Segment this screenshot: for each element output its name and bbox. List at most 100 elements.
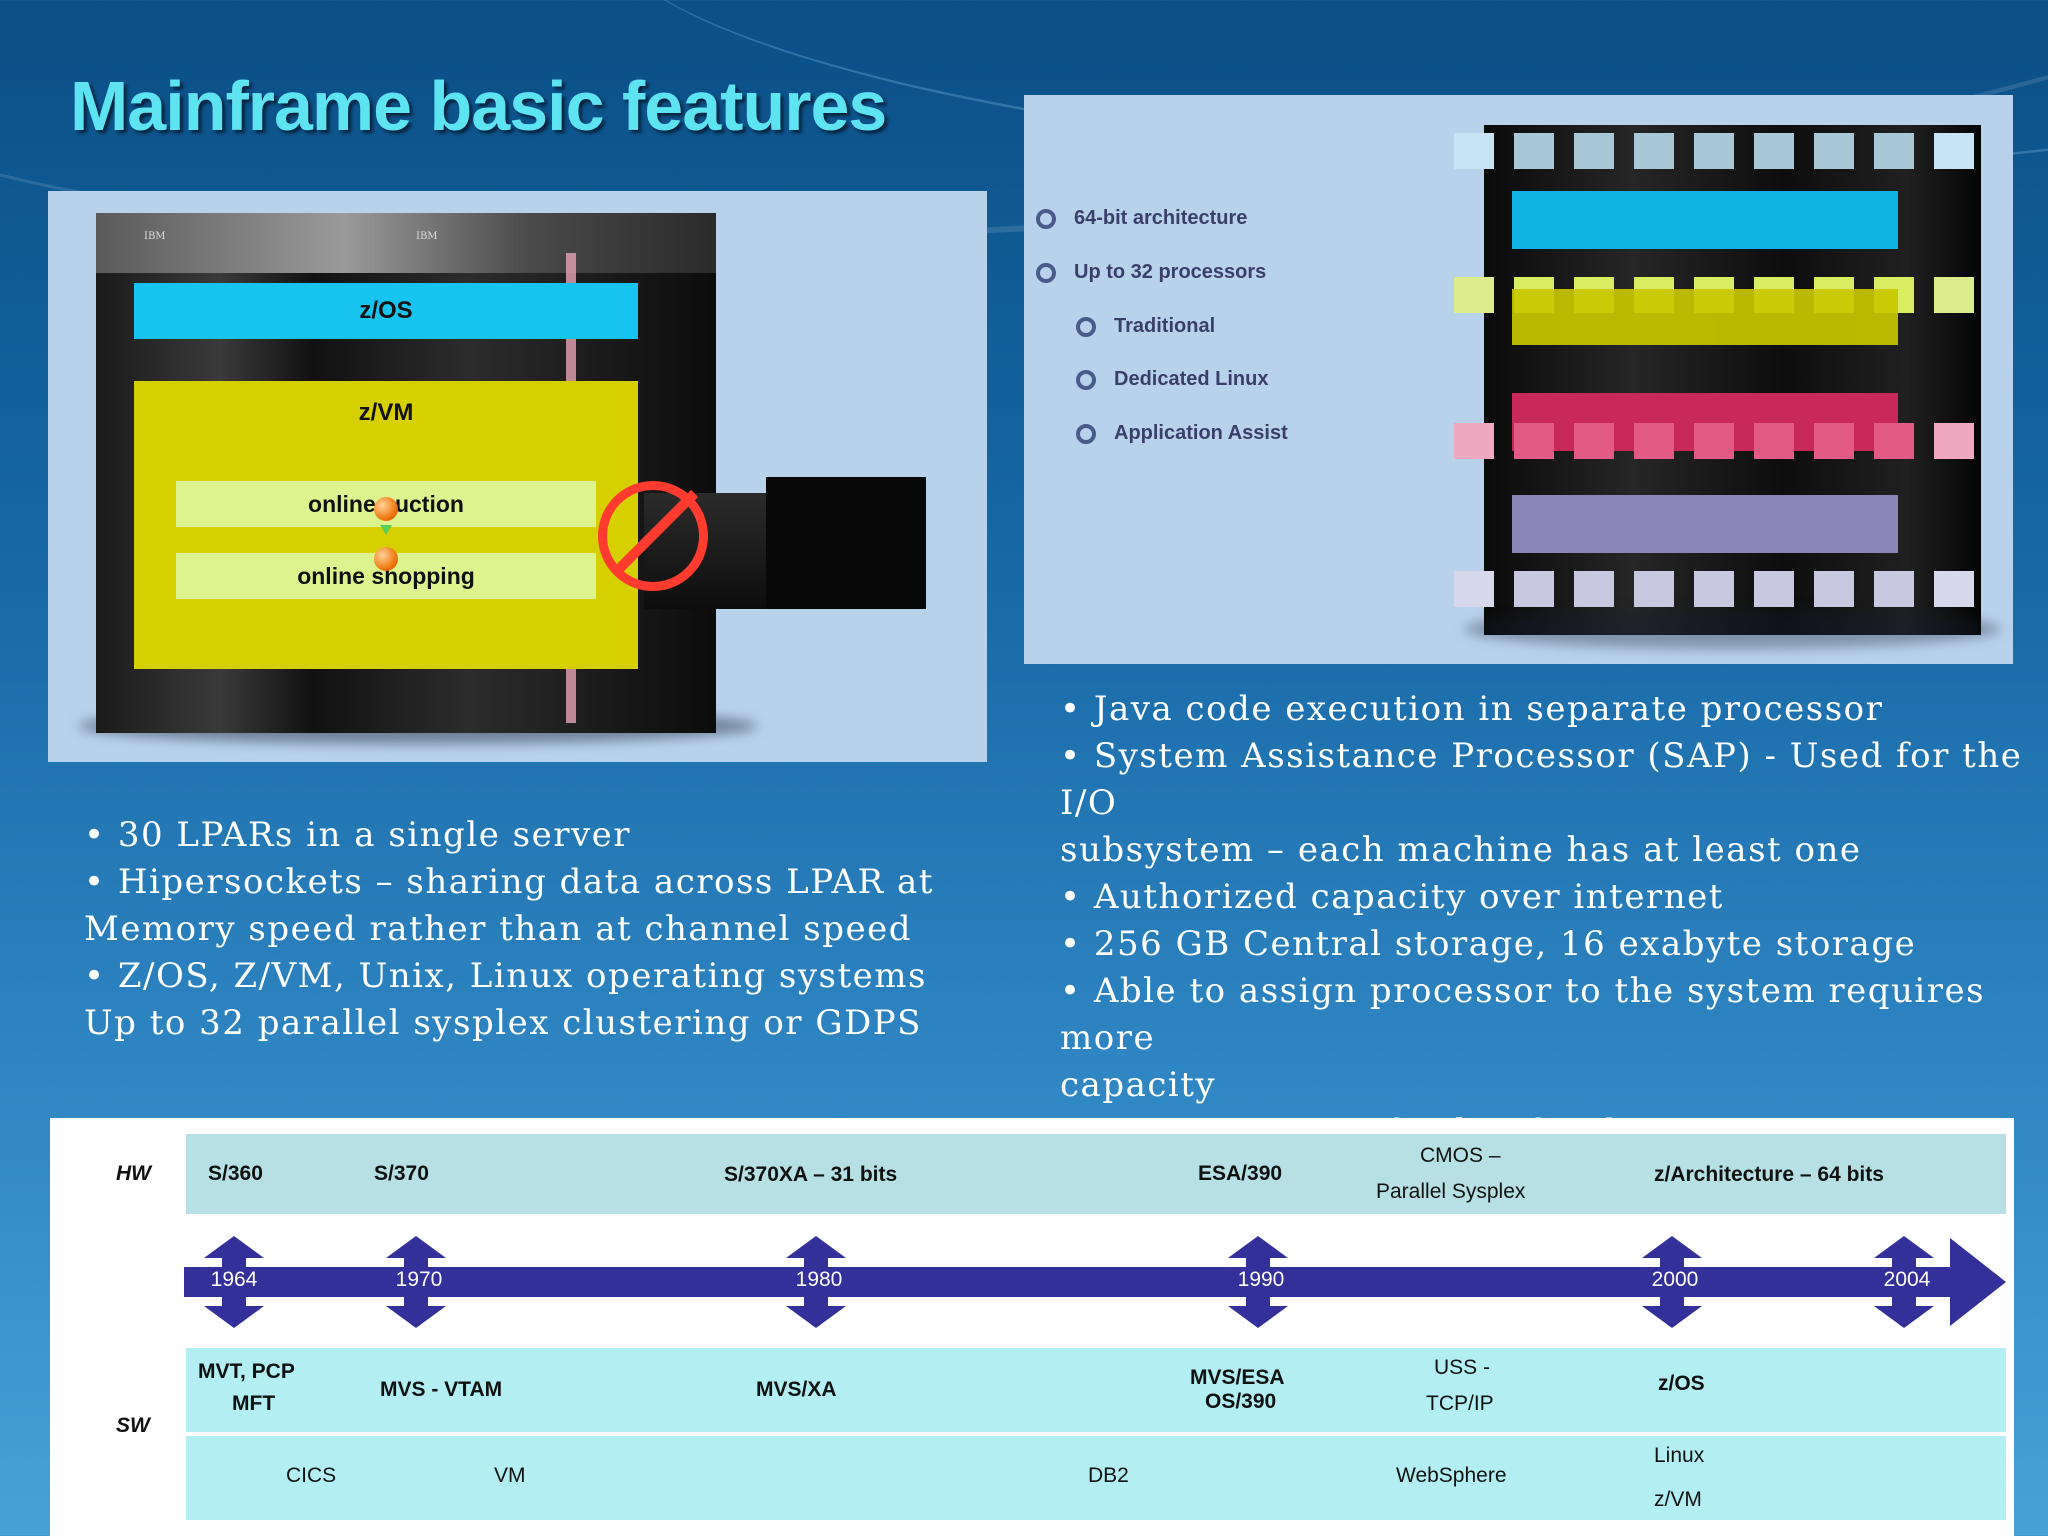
sw-item: OS/390 xyxy=(1205,1390,1277,1413)
sw-item: MVT, PCP xyxy=(198,1360,295,1383)
indicator-square xyxy=(1454,423,1494,459)
hw-item: S/360 xyxy=(208,1162,263,1185)
year-label: 2004 xyxy=(1883,1268,1931,1291)
rack-logo: IBM xyxy=(144,231,166,242)
sw-item: CICS xyxy=(286,1464,337,1487)
indicator-square xyxy=(1454,133,1494,169)
processor-diagram-image: 64-bit architecture Up to 32 processors … xyxy=(1024,95,2013,664)
feature-label: Application Assist xyxy=(1114,422,1288,444)
zvm-label: z/VM xyxy=(358,399,414,426)
indicator-square xyxy=(1634,423,1674,459)
indicator-square xyxy=(1694,133,1734,169)
feature-item: Up to 32 processors xyxy=(1036,261,1266,284)
hw-row-label: HW xyxy=(116,1162,151,1185)
cpu-band-blue xyxy=(1512,191,1898,249)
sw-item: z/OS xyxy=(1658,1372,1705,1395)
rack-shadow xyxy=(1464,609,2001,649)
year-label: 2000 xyxy=(1651,1268,1699,1291)
indicator-square xyxy=(1754,423,1794,459)
hw-item: S/370 xyxy=(374,1162,429,1185)
indicator-square xyxy=(1874,423,1914,459)
timeline-arrow xyxy=(184,1267,1954,1297)
bullet-line: • 30 LPARs in a single server xyxy=(84,815,632,855)
sw-item: MVS/ESA xyxy=(1190,1366,1285,1389)
bullet-ring-icon xyxy=(1036,262,1056,283)
hardware-row xyxy=(186,1134,2006,1214)
cpu-band-purple xyxy=(1512,495,1898,553)
sw-item: USS - xyxy=(1434,1356,1491,1379)
indicator-square xyxy=(1514,133,1554,169)
double-arrow-icon xyxy=(786,1236,846,1328)
bullet-line: • System Assistance Processor (SAP) - Us… xyxy=(1060,736,2023,823)
zos-layer: z/OS xyxy=(134,283,638,339)
feature-item: Traditional xyxy=(1076,315,1215,338)
indicator-square xyxy=(1874,571,1914,607)
feature-label: Dedicated Linux xyxy=(1114,368,1269,390)
sw-item: VM xyxy=(494,1464,526,1487)
feature-item: 64-bit architecture xyxy=(1036,207,1247,230)
bullet-ring-icon xyxy=(1076,369,1096,390)
indicator-square xyxy=(1514,571,1554,607)
indicator-square xyxy=(1814,133,1854,169)
indicator-square xyxy=(1754,571,1794,607)
lpar-diagram-image: IBM IBM z/OS z/VM online auction online … xyxy=(48,191,987,762)
flow-arrow-icon xyxy=(380,525,392,535)
double-arrow-icon xyxy=(1642,1236,1702,1328)
sw-item: MVS - VTAM xyxy=(380,1378,503,1401)
indicator-square xyxy=(1694,423,1734,459)
hw-item: Parallel Sysplex xyxy=(1376,1180,1526,1203)
bullet-line: subsystem – each machine has at least on… xyxy=(1060,830,1862,870)
indicator-square xyxy=(1574,133,1614,169)
square-row xyxy=(1454,571,1974,607)
sw-row-label: SW xyxy=(116,1414,150,1437)
sw-item: MFT xyxy=(232,1392,276,1415)
sw-item: Linux xyxy=(1654,1444,1705,1467)
bullet-line: • Z/OS, Z/VM, Unix, Linux operating syst… xyxy=(84,956,927,996)
bullet-line: • Able to assign processor to the system… xyxy=(1060,971,1986,1058)
rack-logo: IBM xyxy=(416,231,438,242)
data-ball-icon xyxy=(374,497,398,521)
zvm-layer: z/VM online auction online shopping xyxy=(134,381,638,669)
right-bullet-list: • Java code execution in separate proces… xyxy=(1060,686,2048,1156)
year-label: 1970 xyxy=(395,1268,443,1291)
indicator-square xyxy=(1454,571,1494,607)
square-row xyxy=(1454,423,1974,459)
prohibited-icon xyxy=(598,481,708,591)
hw-item: z/Architecture – 64 bits xyxy=(1654,1163,1884,1186)
indicator-square xyxy=(1754,133,1794,169)
double-arrow-icon xyxy=(386,1236,446,1328)
bullet-ring-icon xyxy=(1076,316,1096,337)
bullet-line: • Hipersockets – sharing data across LPA… xyxy=(84,862,934,902)
software-row-1 xyxy=(186,1348,2006,1432)
indicator-square xyxy=(1814,423,1854,459)
history-timeline: HW SW S/360 S/370 S/370XA – 31 bits ESA/… xyxy=(50,1118,2014,1536)
feature-item: Dedicated Linux xyxy=(1076,368,1268,391)
square-row xyxy=(1454,133,1974,169)
feature-label: Up to 32 processors xyxy=(1074,261,1267,283)
sw-item: TCP/IP xyxy=(1426,1392,1494,1415)
indicator-square xyxy=(1934,133,1974,169)
indicator-square xyxy=(1814,571,1854,607)
indicator-square xyxy=(1934,571,1974,607)
bullet-line: • Authorized capacity over internet xyxy=(1060,877,1724,917)
bullet-line: Up to 32 parallel sysplex clustering or … xyxy=(84,1003,922,1043)
sw-item: MVS/XA xyxy=(756,1378,837,1401)
left-bullet-list: • 30 LPARs in a single server • Hipersoc… xyxy=(84,812,934,1047)
indicator-square xyxy=(1634,133,1674,169)
indicator-square xyxy=(1454,277,1494,313)
sw-item: z/VM xyxy=(1654,1488,1702,1511)
rack-top-panel: IBM IBM xyxy=(96,213,716,273)
hw-item: CMOS – xyxy=(1420,1144,1501,1167)
indicator-square xyxy=(1694,571,1734,607)
feature-label: Traditional xyxy=(1114,315,1216,337)
hw-item: S/370XA – 31 bits xyxy=(724,1163,898,1186)
double-arrow-icon xyxy=(1874,1236,1934,1328)
indicator-square xyxy=(1574,423,1614,459)
bullet-line: capacity xyxy=(1060,1065,1217,1105)
year-label: 1990 xyxy=(1237,1268,1285,1291)
double-arrow-icon xyxy=(204,1236,264,1328)
year-label: 1980 xyxy=(795,1268,843,1291)
bullet-line: Memory speed rather than at channel spee… xyxy=(84,909,913,949)
indicator-square xyxy=(1574,571,1614,607)
sw-item: DB2 xyxy=(1088,1464,1129,1487)
